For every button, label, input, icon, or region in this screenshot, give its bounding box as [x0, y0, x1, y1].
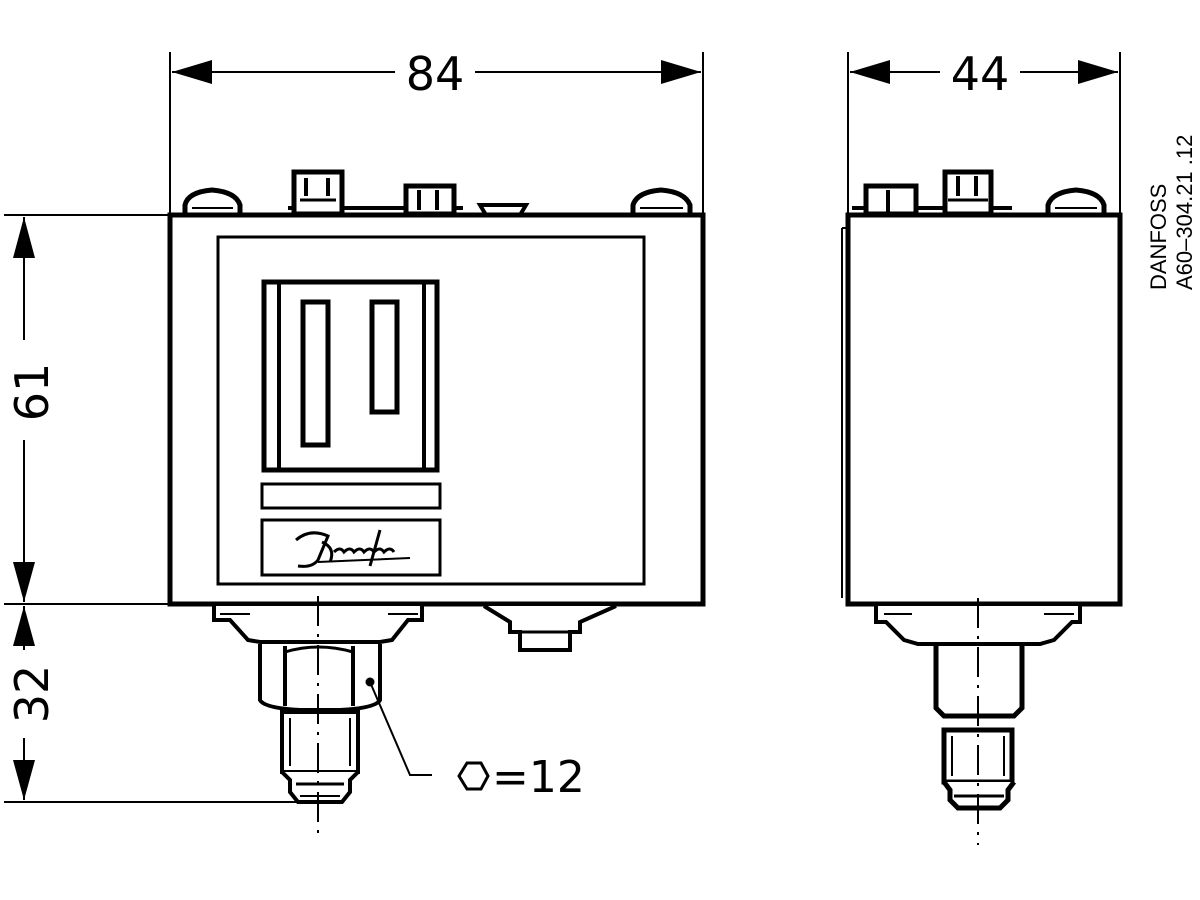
front-view [4, 52, 706, 835]
range-scale-slot [300, 299, 331, 448]
dimension-44 [850, 60, 1118, 84]
differential-scale-slot [369, 299, 400, 415]
leader-line [369, 681, 432, 776]
hex-size-label: =12 [492, 752, 585, 803]
reference-line-1: DANFOSS [1146, 184, 1171, 290]
dimension-44-label: 44 [951, 47, 1010, 101]
dimension-61-label: 61 [5, 363, 59, 422]
dimension-84-label: 84 [406, 47, 465, 101]
top-fittings [182, 169, 693, 217]
side-body [845, 212, 1123, 607]
dimension-32-label: 32 [5, 665, 59, 724]
side-view [841, 52, 1123, 845]
front-cover-panel [216, 235, 646, 586]
side-pressure-connection [874, 606, 1082, 811]
dimension-61 [13, 217, 35, 602]
setting-window [261, 279, 440, 473]
danfoss-logo [295, 529, 411, 568]
dimension-32 [13, 606, 35, 800]
side-top-fittings [852, 169, 1107, 217]
dimension-84 [172, 60, 701, 84]
label-strip [260, 482, 442, 510]
reference-line-2: A60–304.21 .12 [1172, 135, 1197, 290]
hexagon-icon [457, 761, 490, 791]
logo-plate [260, 518, 442, 577]
